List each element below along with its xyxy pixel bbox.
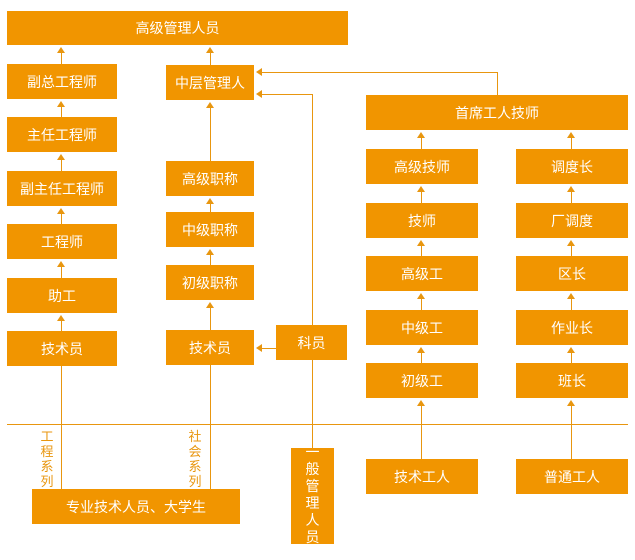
chief-engineer-box: 主任工程师 bbox=[7, 117, 117, 152]
technician-left-box: 技术员 bbox=[7, 331, 117, 366]
team-leader-box: 班长 bbox=[516, 363, 628, 398]
arrow-up-icon bbox=[567, 186, 575, 192]
operation-chief-box: 作业长 bbox=[516, 310, 628, 345]
arrow-up-icon bbox=[567, 132, 575, 138]
engineer-box: 工程师 bbox=[7, 224, 117, 259]
connector bbox=[61, 52, 62, 64]
junior-title-box: 初级职称 bbox=[166, 265, 254, 300]
arrow-up-icon bbox=[57, 154, 65, 160]
clerk-box: 科员 bbox=[276, 325, 347, 360]
arrow-up-icon bbox=[57, 261, 65, 267]
arrow-up-icon bbox=[206, 198, 214, 204]
connector bbox=[210, 253, 211, 265]
arrow-left-icon bbox=[256, 90, 262, 98]
social-series-label: 社会系列 bbox=[188, 430, 202, 490]
deputy-chief-engineer-box: 副总工程师 bbox=[7, 64, 117, 99]
connector bbox=[421, 404, 422, 459]
general-management-label: 一般管理人员 bbox=[306, 445, 320, 547]
tech-workers-box: 技术工人 bbox=[366, 459, 478, 494]
connector bbox=[210, 106, 211, 161]
dispatch-chief-box: 调度长 bbox=[516, 149, 628, 184]
connector bbox=[261, 72, 498, 73]
connector bbox=[571, 136, 572, 149]
arrow-up-icon bbox=[567, 293, 575, 299]
arrow-left-icon bbox=[256, 344, 262, 352]
technician-mid-box: 技术员 bbox=[166, 330, 254, 365]
chief-worker-technician-box: 首席工人技师 bbox=[366, 95, 628, 130]
senior-title-box: 高级职称 bbox=[166, 161, 254, 196]
divider-line bbox=[7, 424, 628, 425]
connector bbox=[61, 319, 62, 331]
connector bbox=[421, 136, 422, 149]
connector bbox=[571, 244, 572, 256]
senior-technician-box: 高级技师 bbox=[366, 149, 478, 184]
arrow-up-icon bbox=[206, 47, 214, 53]
arrow-up-icon bbox=[567, 240, 575, 246]
general-management-char: 人 bbox=[305, 513, 320, 529]
connector bbox=[261, 348, 276, 349]
connector bbox=[210, 202, 211, 212]
arrow-up-icon bbox=[417, 186, 425, 192]
connector bbox=[210, 306, 211, 330]
middle-manager-box: 中层管理人 bbox=[166, 65, 254, 100]
connector bbox=[61, 265, 62, 278]
technician-box: 技师 bbox=[366, 203, 478, 238]
arrow-up-icon bbox=[417, 240, 425, 246]
senior-management-box: 高级管理人员 bbox=[7, 11, 348, 45]
arrow-up-icon bbox=[206, 302, 214, 308]
connector bbox=[571, 190, 572, 203]
general-management-char: 管 bbox=[305, 479, 320, 495]
district-chief-box: 区长 bbox=[516, 256, 628, 291]
plant-dispatch-box: 厂调度 bbox=[516, 203, 628, 238]
arrow-up-icon bbox=[417, 347, 425, 353]
connector bbox=[61, 212, 62, 224]
intermediate-title-box: 中级职称 bbox=[166, 212, 254, 247]
deputy-chief-eng-box: 副主任工程师 bbox=[7, 171, 117, 206]
general-management-char: 一 bbox=[305, 445, 320, 461]
junior-worker-box: 初级工 bbox=[366, 363, 478, 398]
connector bbox=[421, 351, 422, 363]
general-management-char: 理 bbox=[305, 496, 320, 512]
arrow-up-icon bbox=[57, 315, 65, 321]
connector bbox=[210, 365, 211, 489]
connector bbox=[571, 404, 572, 459]
connector bbox=[312, 94, 313, 325]
arrow-up-icon bbox=[57, 208, 65, 214]
connector bbox=[421, 244, 422, 256]
graduates-box: 专业技术人员、大学生 bbox=[32, 489, 240, 524]
connector bbox=[61, 158, 62, 171]
arrow-up-icon bbox=[417, 293, 425, 299]
engineering-series-label: 工程系列 bbox=[40, 430, 54, 490]
connector bbox=[571, 351, 572, 363]
intermediate-worker-box: 中级工 bbox=[366, 310, 478, 345]
assistant-engineer-box: 助工 bbox=[7, 278, 117, 313]
arrow-up-icon bbox=[567, 400, 575, 406]
connector bbox=[571, 297, 572, 310]
connector bbox=[210, 52, 211, 65]
arrow-up-icon bbox=[417, 132, 425, 138]
ordinary-workers-box: 普通工人 bbox=[516, 459, 628, 494]
arrow-up-icon bbox=[417, 400, 425, 406]
arrow-up-icon bbox=[206, 249, 214, 255]
arrow-left-icon bbox=[256, 68, 262, 76]
arrow-up-icon bbox=[206, 102, 214, 108]
general-management-box: 一般管理人员 bbox=[291, 445, 334, 547]
general-management-char: 般 bbox=[305, 462, 320, 478]
connector bbox=[421, 297, 422, 310]
connector bbox=[61, 366, 62, 489]
arrow-up-icon bbox=[57, 101, 65, 107]
senior-worker-box: 高级工 bbox=[366, 256, 478, 291]
connector bbox=[497, 72, 498, 95]
arrow-up-icon bbox=[57, 47, 65, 53]
connector bbox=[312, 360, 313, 448]
arrow-up-icon bbox=[567, 347, 575, 353]
connector bbox=[61, 105, 62, 117]
general-management-char: 员 bbox=[305, 530, 320, 546]
connector bbox=[421, 190, 422, 203]
connector bbox=[261, 94, 313, 95]
